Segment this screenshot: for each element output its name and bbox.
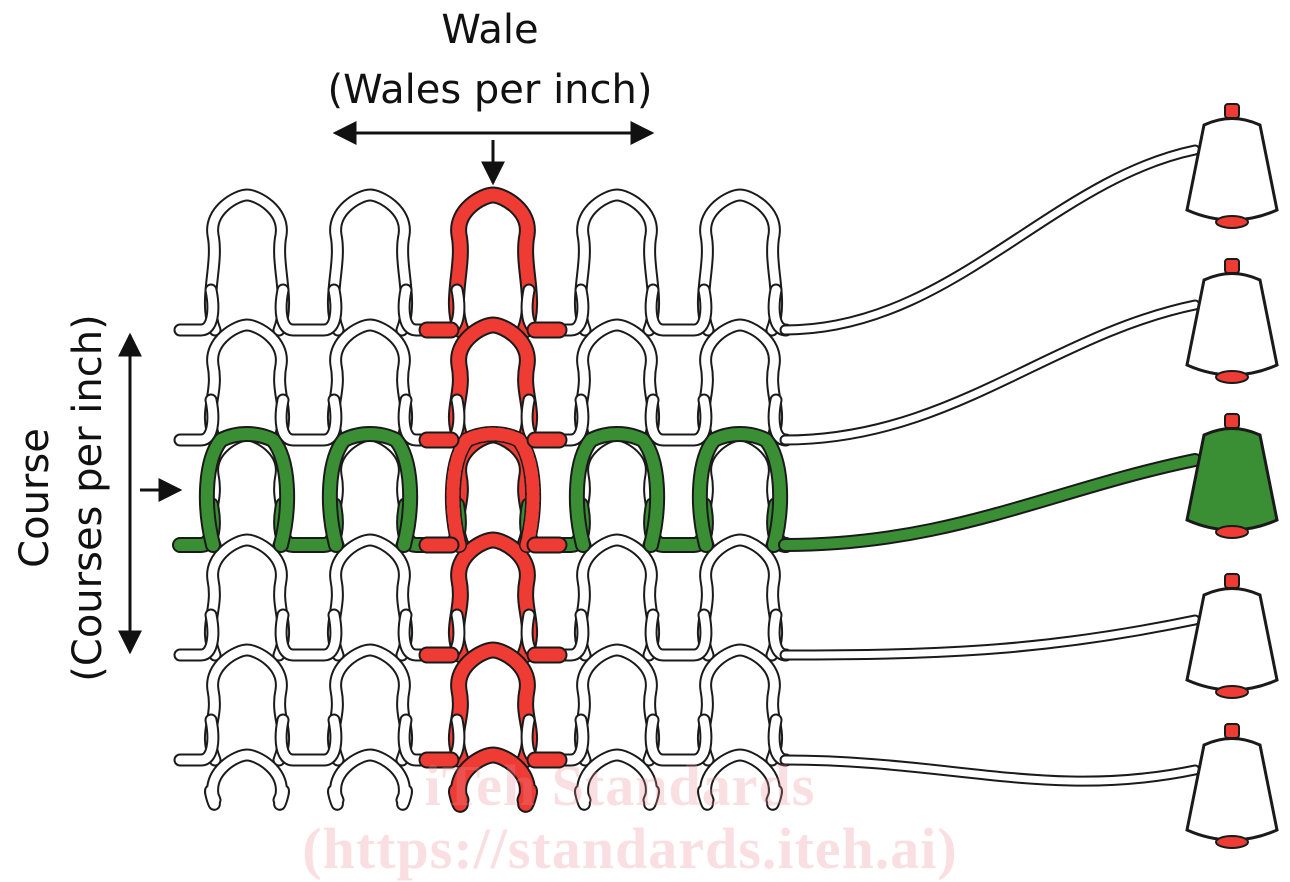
cone-thread <box>781 756 1199 785</box>
wale-loop <box>575 320 659 445</box>
wale-loop <box>205 535 289 660</box>
wale-loop <box>205 750 289 809</box>
wale-loop <box>698 750 782 809</box>
wale-loop <box>698 320 782 445</box>
highlighted-wale-loop <box>449 318 537 447</box>
wale-loop <box>205 320 289 445</box>
cone-thread-outline <box>779 144 1201 336</box>
wale-loop <box>205 645 289 765</box>
cone-thread <box>781 301 1199 444</box>
highlighted-course-stitch <box>570 428 664 551</box>
cone-thread <box>781 616 1199 659</box>
wale-loop <box>328 750 412 809</box>
knit-fabric-diagram <box>118 103 1279 849</box>
wale-loop <box>328 190 412 335</box>
wale-loop <box>698 535 782 660</box>
highlighted-course-stitch <box>200 428 294 551</box>
highlighted-course-stitch <box>693 428 787 551</box>
highlighted-cone-thread <box>780 455 1200 550</box>
watermark-line-2: (https://standards.iteh.ai) <box>302 816 958 881</box>
wale-loop <box>328 535 412 660</box>
yarn-cone <box>1185 103 1279 229</box>
wale-loop <box>205 190 289 335</box>
wale-loop <box>698 190 782 335</box>
wale-loop <box>575 535 659 660</box>
wale-loop-outline <box>203 748 291 811</box>
highlighted-course-stitch <box>323 428 417 551</box>
knit-fabric <box>172 186 794 813</box>
yarn-cone <box>1185 258 1279 384</box>
yarn-cone <box>1185 573 1279 699</box>
highlighted-wale-loop <box>449 533 537 662</box>
wale-loop <box>575 645 659 765</box>
course-subtitle: (Courses per inch) <box>65 314 111 682</box>
intersection-stitch-hatch <box>446 427 540 552</box>
yarn-cone-green <box>1185 413 1279 539</box>
highlighted-wale-loop <box>449 748 537 811</box>
wale-loop <box>575 190 659 335</box>
yarn-cones <box>778 103 1279 849</box>
wale-arrows <box>332 121 655 186</box>
wale-loop <box>575 750 659 809</box>
course-title: Course <box>12 428 58 568</box>
yarn-cone <box>1185 723 1279 849</box>
watermark-line-1: iTeh Standards <box>424 753 816 818</box>
wale-title: Wale <box>441 7 539 53</box>
course-arrows <box>118 332 183 655</box>
highlighted-wale-loop <box>449 188 537 337</box>
wale-loop <box>328 320 412 445</box>
wale-subtitle: (Wales per inch) <box>327 67 653 113</box>
cone-thread <box>781 146 1199 334</box>
wale-loop <box>698 645 782 765</box>
wale-loop <box>328 645 412 765</box>
